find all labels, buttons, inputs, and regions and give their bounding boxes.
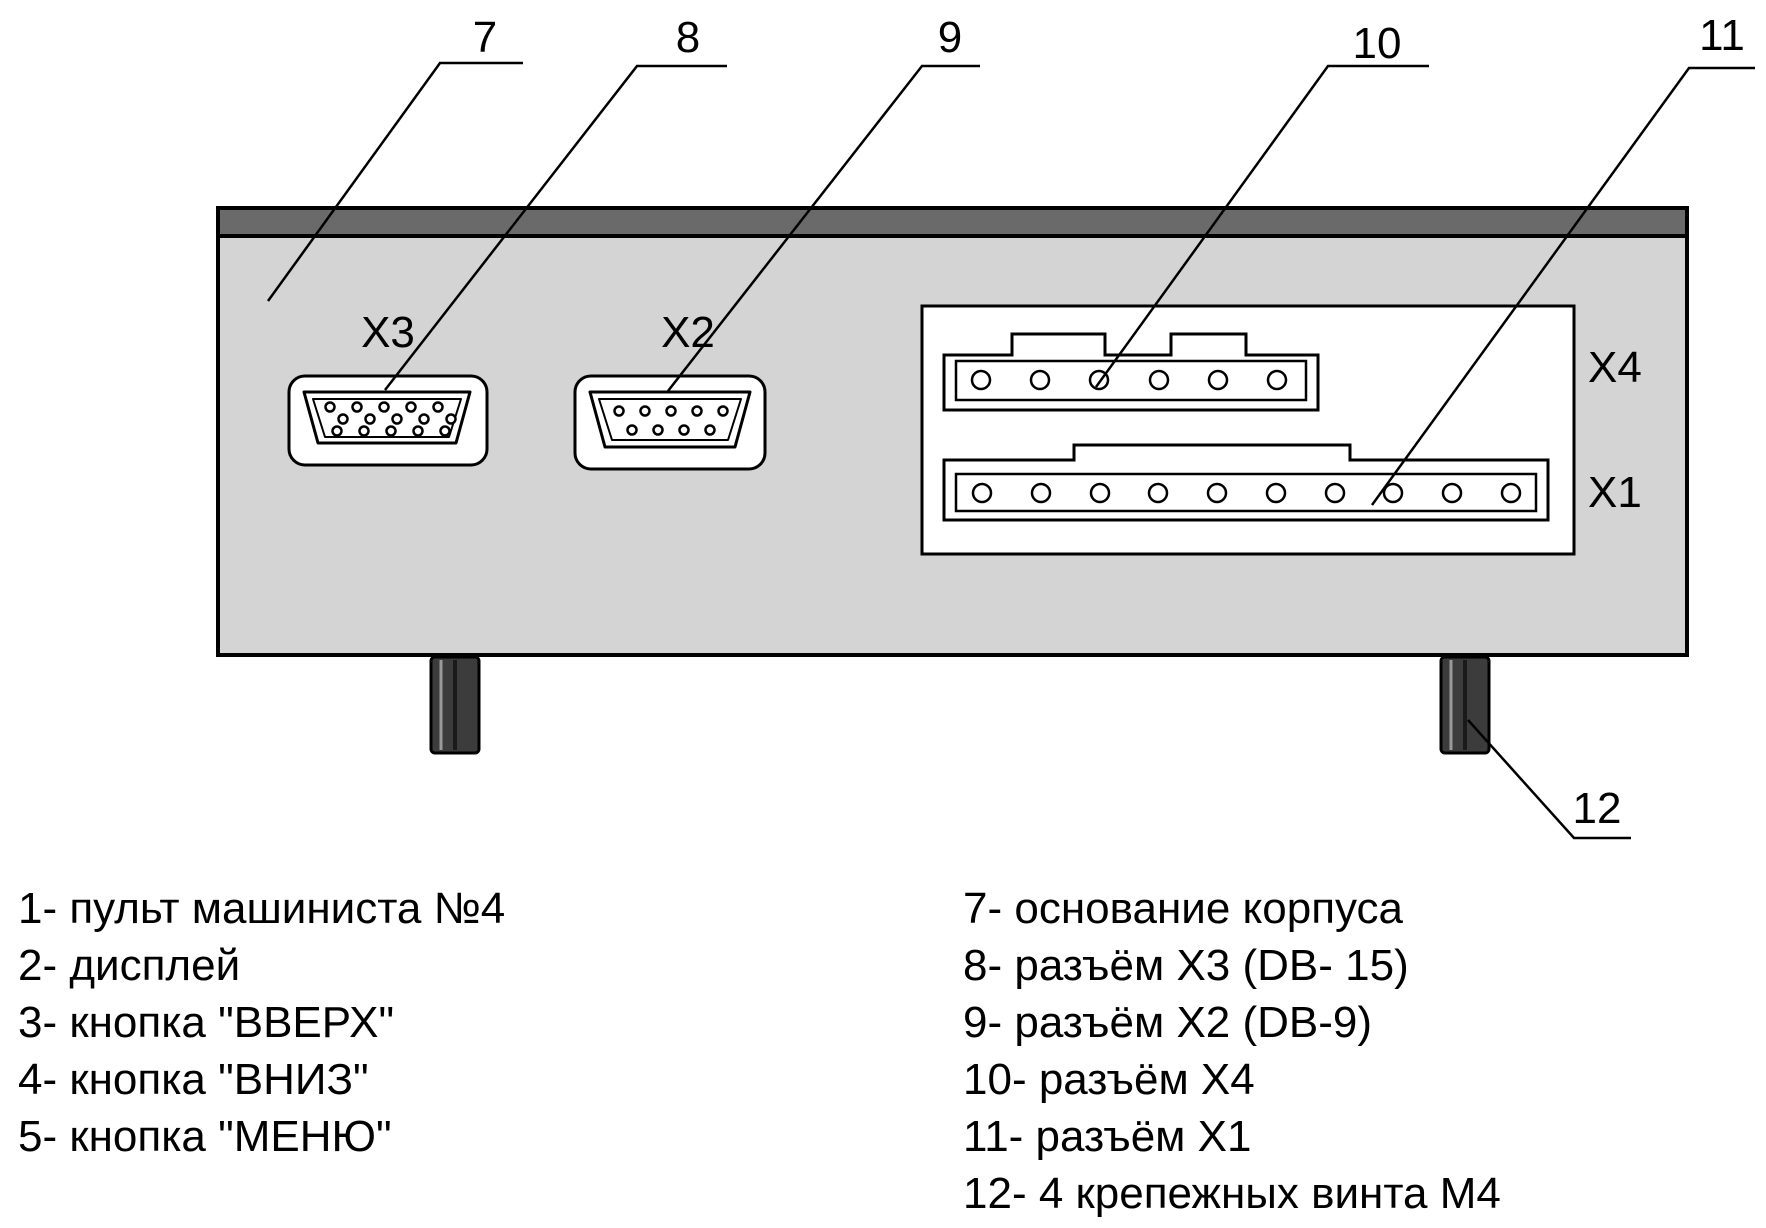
connector-x4: [942, 332, 1320, 412]
legend-left: 1- пульт машиниста №4 2- дисплей 3- кноп…: [18, 880, 505, 1165]
label-x1: X1: [1588, 468, 1642, 517]
legend-item-9: 9- разъём X2 (DB-9): [963, 998, 1373, 1047]
connector-x3-pins: [324, 401, 457, 437]
mounting-screw-left: [429, 655, 481, 755]
callout-7: 7: [473, 13, 497, 62]
legend-item-11: 11- разъём X1: [963, 1112, 1252, 1161]
connector-x2-pins: [613, 405, 729, 436]
legend-item-1: 1- пульт машиниста №4: [18, 884, 506, 933]
connector-x1-pins: [971, 482, 1522, 504]
connector-x4-pins: [970, 369, 1288, 391]
callout-8: 8: [676, 13, 700, 62]
legend-item-8: 8- разъём X3 (DB- 15): [963, 941, 1409, 990]
callout-10: 10: [1353, 19, 1402, 68]
leader-12: [1467, 719, 1631, 840]
leader-lines: [266, 61, 1755, 840]
callout-12: 12: [1573, 784, 1622, 833]
leader-9: [667, 64, 980, 392]
leader-7: [266, 61, 523, 302]
label-x3: X3: [361, 308, 415, 357]
leader-8: [384, 64, 727, 391]
legend-item-7: 7- основание корпуса: [963, 884, 1403, 933]
legend-item-10: 10- разъём X4: [963, 1055, 1255, 1104]
legend-right: 7- основание корпуса 8- разъём X3 (DB- 1…: [963, 880, 1501, 1222]
label-x2: X2: [661, 308, 715, 357]
legend-item-2: 2- дисплей: [18, 941, 241, 990]
connector-x3: [287, 374, 489, 467]
legend-item-12: 12- 4 крепежных винта М4: [963, 1169, 1501, 1218]
legend-item-4: 4- кнопка "ВНИЗ": [18, 1055, 369, 1104]
legend-item-3: 3- кнопка "ВВЕРХ": [18, 998, 395, 1047]
housing-top-edge: [216, 206, 1689, 238]
legend-item-5: 5- кнопка "МЕНЮ": [18, 1112, 392, 1161]
mounting-screw-right: [1439, 655, 1491, 755]
leader-10: [1094, 64, 1429, 388]
callout-9: 9: [938, 13, 962, 62]
label-x4: X4: [1588, 343, 1642, 392]
leader-11: [1370, 66, 1755, 506]
connector-x2: [573, 374, 767, 471]
callout-11: 11: [1699, 11, 1745, 60]
connector-x1: [942, 443, 1550, 522]
